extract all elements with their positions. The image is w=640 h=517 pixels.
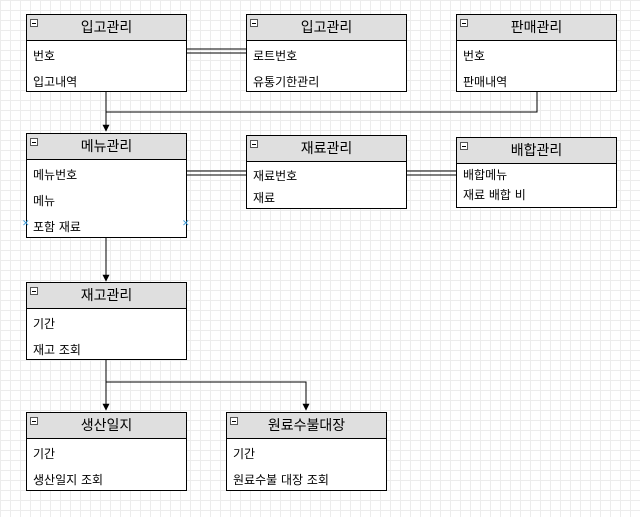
- entity-receiving[interactable]: 입고관리 번호 입고내역: [26, 14, 187, 92]
- flow-e7-to-e9: [106, 381, 310, 411]
- entity-blending[interactable]: 배합관리 배합메뉴 재료 배합 비: [456, 137, 617, 208]
- entity-field[interactable]: 유통기한관리: [253, 75, 320, 89]
- entity-field[interactable]: 판매내역: [463, 75, 508, 89]
- entity-title: 재고관리: [80, 288, 133, 304]
- collapse-icon[interactable]: [30, 19, 38, 27]
- entity-field[interactable]: 메뉴번호: [33, 168, 78, 182]
- entity-inventory[interactable]: 재고관리 기간 재고 조회: [26, 282, 187, 360]
- entity-material-ledger[interactable]: 원료수불대장 기간 원료수불 대장 조회: [226, 412, 387, 491]
- entity-field[interactable]: 재고 조회: [33, 343, 81, 357]
- entity-header: 재고관리: [27, 283, 186, 309]
- flow-e3-to-e4: [106, 92, 538, 113]
- collapse-icon[interactable]: [30, 138, 38, 146]
- entity-field[interactable]: 원료수불 대장 조회: [233, 473, 329, 487]
- entity-title: 입고관리: [80, 20, 133, 36]
- entity-title: 원료수불대장: [267, 418, 346, 434]
- collapse-icon[interactable]: [230, 417, 238, 425]
- entity-header: 원료수불대장: [227, 413, 386, 439]
- entity-receiving-lot[interactable]: 입고관리 로트번호 유통기한관리: [246, 14, 407, 92]
- entity-field[interactable]: 생산일지 조회: [33, 473, 104, 487]
- entity-field[interactable]: 포함 재료: [33, 220, 81, 234]
- entity-header: 배합관리: [457, 138, 616, 164]
- entity-field[interactable]: 입고내역: [33, 75, 78, 89]
- association-e4-e5: [186, 170, 247, 176]
- entity-field[interactable]: 번호: [463, 49, 486, 63]
- entity-field[interactable]: 재료 배합 비: [463, 188, 526, 202]
- collapse-icon[interactable]: [460, 142, 468, 150]
- entity-menu[interactable]: 메뉴관리 메뉴번호 메뉴 포함 재료: [26, 133, 187, 238]
- entity-field[interactable]: 배합메뉴: [463, 168, 508, 182]
- entity-title: 판매관리: [510, 20, 563, 36]
- entity-header: 판매관리: [457, 15, 616, 41]
- entity-field[interactable]: 메뉴: [33, 194, 56, 208]
- entity-header: 재료관리: [247, 136, 406, 162]
- entity-field[interactable]: 기간: [233, 447, 256, 461]
- entity-title: 메뉴관리: [80, 139, 133, 155]
- entity-title: 생산일지: [80, 418, 133, 434]
- entity-field[interactable]: 기간: [33, 447, 56, 461]
- collapse-icon[interactable]: [460, 19, 468, 27]
- entity-production-log[interactable]: 생산일지 기간 생산일지 조회: [26, 412, 187, 491]
- resize-handle-icon[interactable]: ✕: [182, 219, 190, 229]
- entity-field[interactable]: 재료: [253, 191, 276, 205]
- entity-header: 메뉴관리: [27, 134, 186, 160]
- collapse-icon[interactable]: [30, 287, 38, 295]
- entity-header: 입고관리: [247, 15, 406, 41]
- entity-title: 재료관리: [300, 141, 353, 157]
- collapse-icon[interactable]: [30, 417, 38, 425]
- entity-field[interactable]: 재료번호: [253, 169, 298, 183]
- entity-header: 입고관리: [27, 15, 186, 41]
- association-e1-e2: [186, 48, 247, 54]
- entity-title: 배합관리: [510, 143, 563, 159]
- collapse-icon[interactable]: [250, 140, 258, 148]
- collapse-icon[interactable]: [250, 19, 258, 27]
- association-e5-e6: [406, 170, 457, 176]
- entity-field[interactable]: 번호: [33, 49, 56, 63]
- resize-handle-icon[interactable]: ✕: [22, 219, 30, 229]
- entity-ingredients[interactable]: 재료관리 재료번호 재료: [246, 135, 407, 209]
- entity-header: 생산일지: [27, 413, 186, 439]
- entity-field[interactable]: 로트번호: [253, 49, 298, 63]
- entity-title: 입고관리: [300, 20, 353, 36]
- entity-sales[interactable]: 판매관리 번호 판매내역: [456, 14, 617, 92]
- entity-field[interactable]: 기간: [33, 317, 56, 331]
